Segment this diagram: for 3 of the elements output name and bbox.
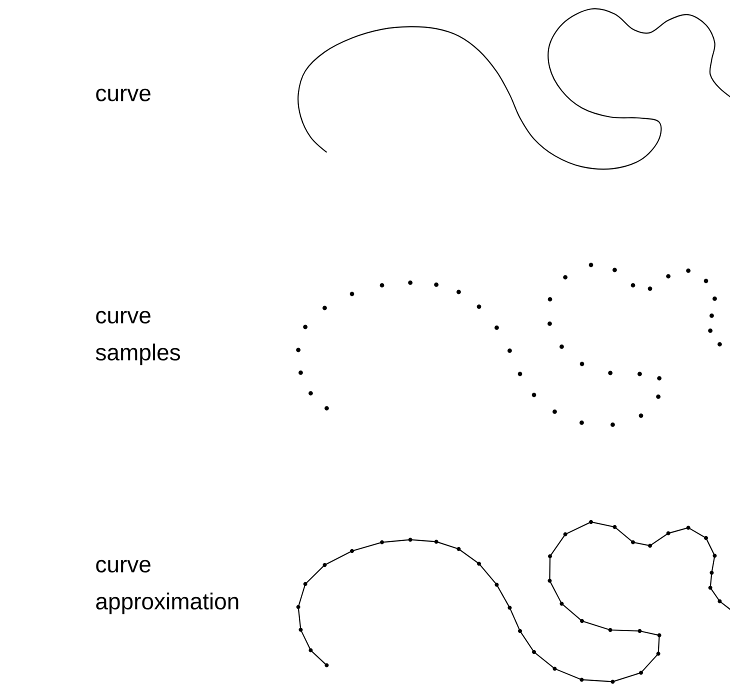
row-label: curve bbox=[96, 88, 150, 102]
row-label: curve approximation bbox=[96, 560, 238, 614]
row-label: curve samples bbox=[96, 310, 180, 366]
